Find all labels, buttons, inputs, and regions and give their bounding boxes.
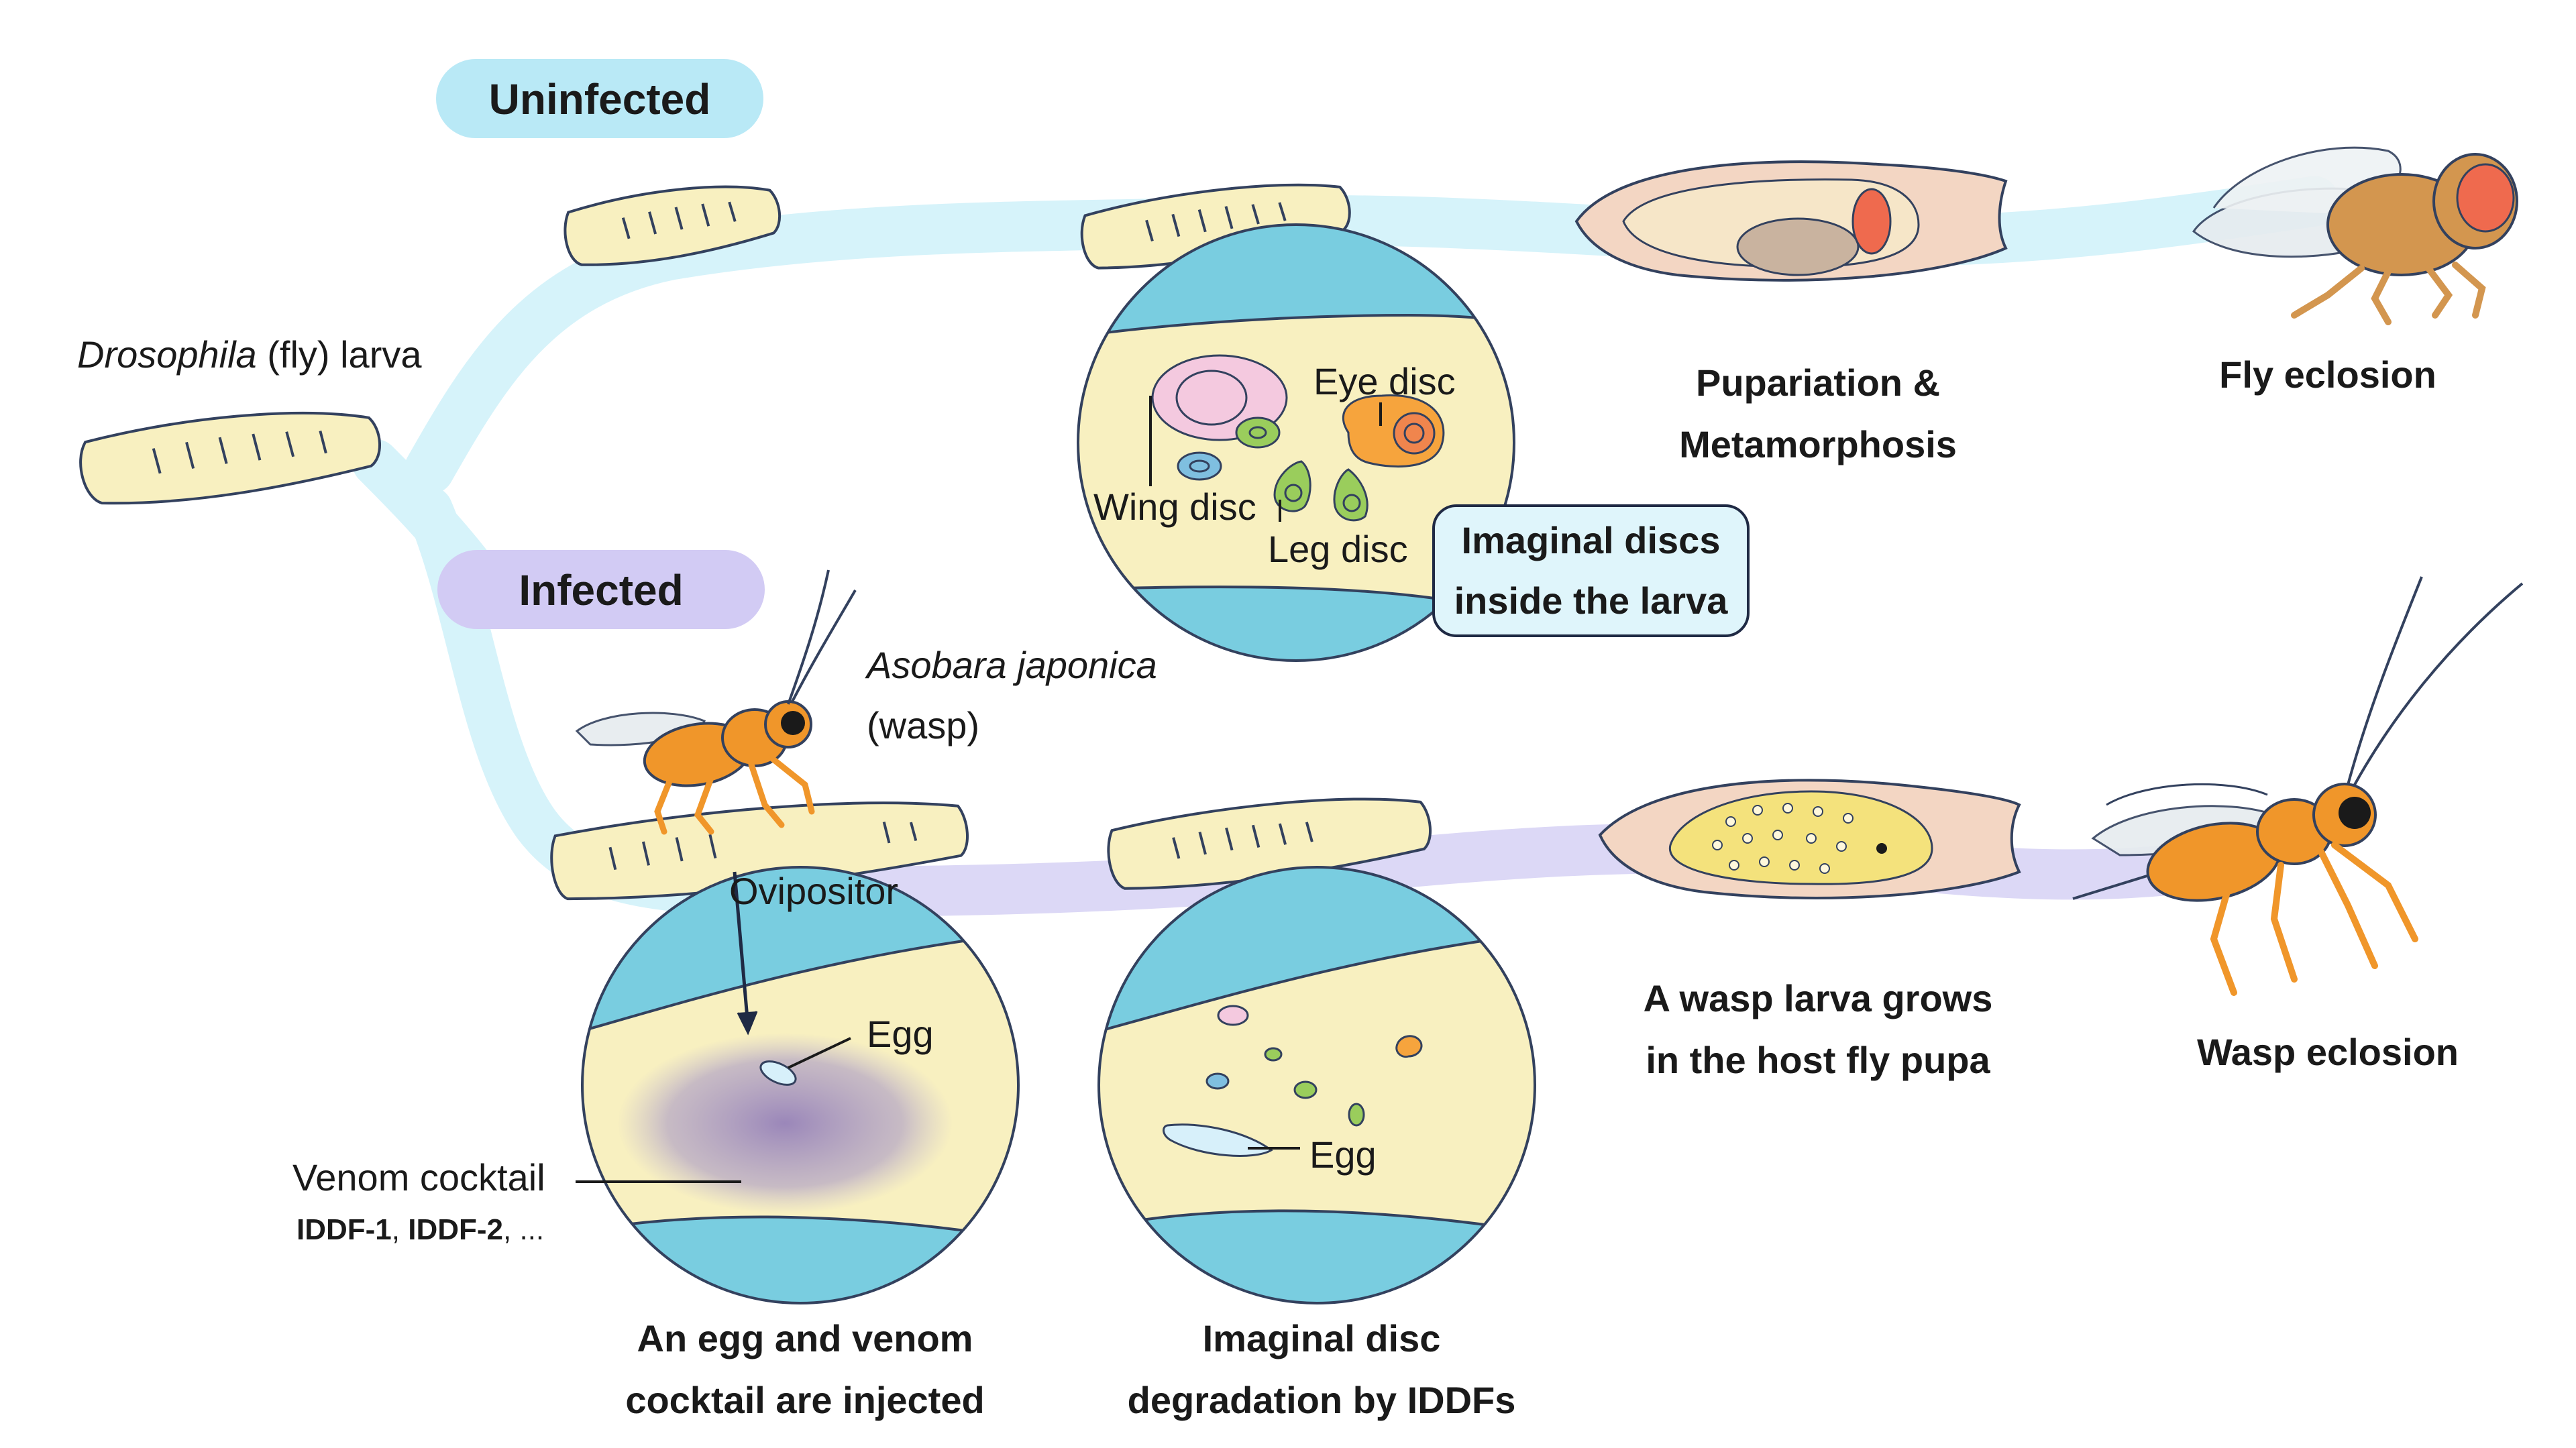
wasp-larva-caption-line-2: in the host fly pupa [1646,1039,1990,1082]
drosophila-rest: (fly) larva [256,333,422,376]
drosophila-larva-label: Drosophila (fly) larva [77,332,422,377]
egg-label-2: Egg [1309,1133,1377,1176]
iddf-sep: , [391,1213,409,1246]
callout-line-2: inside the larva [1454,579,1728,622]
fly-pupa [1574,160,2008,282]
eye-disc-label: Eye disc [1313,360,1456,402]
iddf-more: , ... [503,1213,545,1246]
degradation-zoom [1097,866,1536,1304]
pupariation-line-1: Pupariation & [1695,361,1941,404]
callout-line-1: Imaginal discs [1461,519,1721,562]
adult-fly [2192,146,2518,325]
wasp-in-fly-pupa [1598,779,2021,899]
egg-shape [759,1060,797,1086]
fly-eclosion-label: Fly eclosion [2219,353,2436,396]
injection-caption-line-1: An egg and venom [637,1317,973,1359]
larva-start [79,412,381,505]
wasp-larva-caption: A wasp larva grows in the host fly pupa [1610,968,2026,1092]
wasp-larva-caption-line-1: A wasp larva grows [1643,977,1993,1019]
egg-label: Egg [867,1013,934,1055]
infected-path [746,823,2239,917]
infected-label: Infected [519,566,684,614]
infected-pill [437,550,765,629]
egg-shape-2 [1163,1123,1273,1157]
larva-infected-1 [550,801,969,901]
ovipositing-wasp [575,569,857,835]
wing-disc-label: Wing disc [1093,486,1256,528]
venom-cloud [617,1033,953,1214]
leg-disc-label: Leg disc [1268,528,1408,570]
degradation-caption-line-1: Imaginal disc [1202,1317,1441,1359]
pupariation-label: Pupariation & Metamorphosis [1610,352,2026,476]
injection-zoom [576,866,1020,1304]
wasp-species-label: Asobara japonica [867,644,1157,686]
degradation-caption-line-2: degradation by IDDFs [1127,1379,1516,1422]
larva-infected-2 [1107,797,1432,890]
uninfected-pill [436,59,763,138]
iddf1-text: IDDF-1 [297,1213,392,1246]
pupariation-line-2: Metamorphosis [1679,423,1957,466]
imaginal-discs-zoom [1077,223,1515,662]
wasp-common-label: (wasp) [867,704,980,746]
iddf-list-label: IDDF-1, IDDF-2, ... [297,1213,544,1248]
venom-cocktail-label: Venom cocktail [292,1156,545,1199]
adult-wasp [2072,576,2524,996]
iddf2-text: IDDF-2 [408,1213,504,1246]
drosophila-genus: Drosophila [77,333,257,376]
injection-caption-line-2: cocktail are injected [625,1379,985,1422]
wasp-eclosion-label: Wasp eclosion [2196,1031,2459,1073]
uninfected-label: Uninfected [488,75,711,123]
degradation-caption: Imaginal disc degradation by IDDFs [1100,1308,1543,1432]
larva-uninfected-1 [564,185,782,266]
injection-caption: An egg and venom cocktail are injected [590,1308,1020,1432]
ovipositor-label: Ovipositor [729,870,899,912]
imaginal-discs-callout: Imaginal discs inside the larva [1432,504,1750,637]
